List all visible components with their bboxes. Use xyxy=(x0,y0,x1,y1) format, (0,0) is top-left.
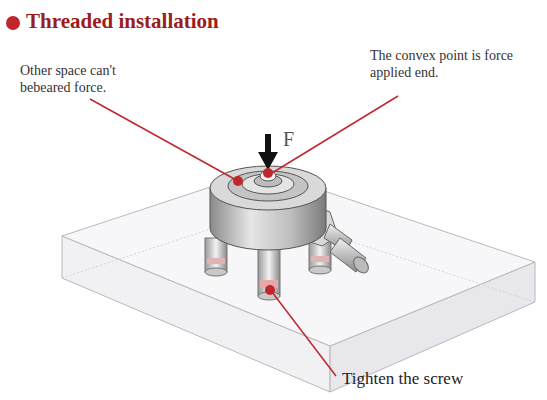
load-cell-body xyxy=(210,166,326,250)
force-arrow xyxy=(258,134,278,170)
leader-lines xyxy=(90,96,398,376)
callout-label: The convex point is force applied end. xyxy=(370,47,530,81)
diagram-title: Threaded installation xyxy=(26,9,219,34)
callout-label: Tighten the screw xyxy=(342,369,463,389)
callout-label: Other space can't bebeared force. xyxy=(20,62,155,96)
title-bullet xyxy=(6,16,20,30)
force-symbol: F xyxy=(283,128,294,151)
leader-dots xyxy=(233,168,275,295)
